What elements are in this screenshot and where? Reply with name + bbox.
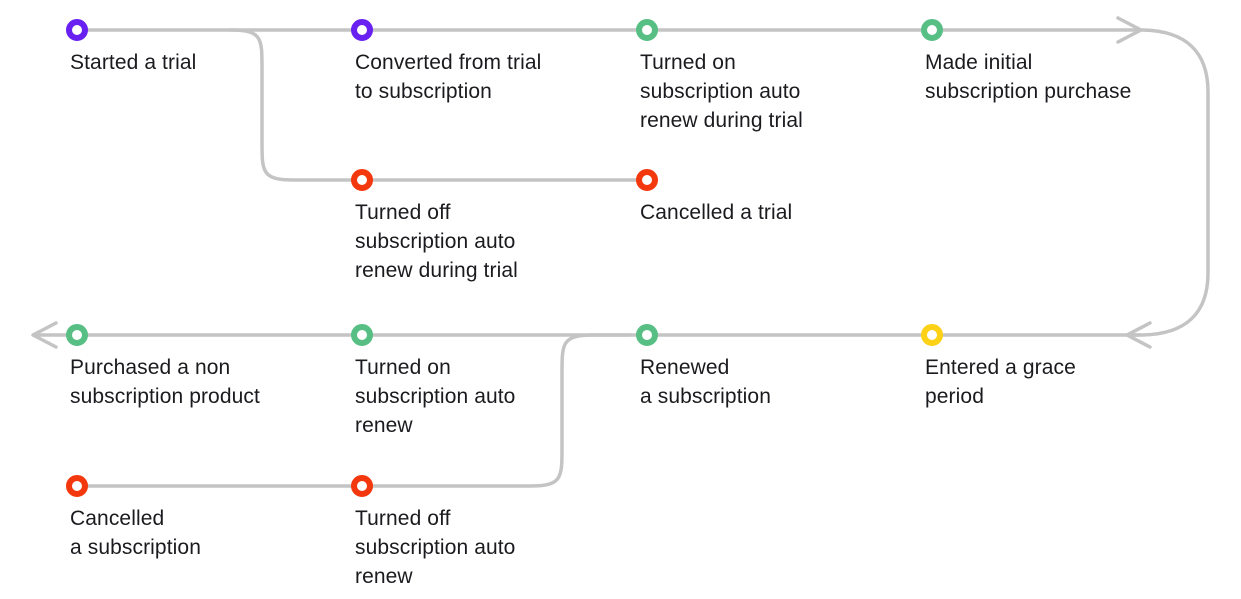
- node-label: Turned on subscription auto renew during…: [640, 51, 803, 132]
- node-label: Turned on subscription auto renew: [355, 356, 516, 437]
- node-marker-icon: [66, 324, 88, 346]
- node-marker-icon: [66, 475, 88, 497]
- node-label: Purchased a non subscription product: [70, 356, 260, 408]
- node-marker-icon: [921, 324, 943, 346]
- node-label: Made initial subscription purchase: [925, 51, 1132, 103]
- node-marker-icon: [351, 324, 373, 346]
- node-label: Converted from trial to subscription: [355, 51, 542, 103]
- arrowhead-row1-right-icon: [1116, 16, 1143, 44]
- node-label: Cancelled a trial: [640, 201, 793, 224]
- node-marker-icon: [636, 19, 658, 41]
- node-label: Renewed a subscription: [640, 356, 771, 408]
- node-label: Turned off subscription auto renew durin…: [355, 201, 518, 282]
- node-label: Cancelled a subscription: [70, 507, 201, 559]
- node-label: Started a trial: [70, 51, 197, 74]
- node-marker-icon: [636, 169, 658, 191]
- arrowhead-row3-left-terminal-icon: [31, 321, 58, 349]
- node-marker-icon: [351, 169, 373, 191]
- node-label: Entered a grace period: [925, 356, 1076, 408]
- node-marker-icon: [921, 19, 943, 41]
- node-marker-icon: [66, 19, 88, 41]
- node-label: Turned off subscription auto renew: [355, 507, 516, 588]
- arrowhead-row3-wrap-left-icon: [1125, 321, 1152, 349]
- node-marker-icon: [351, 19, 373, 41]
- node-marker-icon: [351, 475, 373, 497]
- node-marker-icon: [636, 324, 658, 346]
